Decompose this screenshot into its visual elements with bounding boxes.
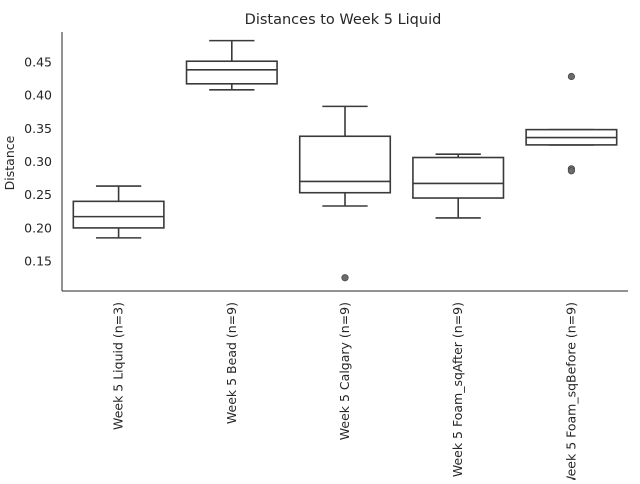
y-tick-label: 0.20 [24,220,52,235]
outlier-point [341,274,349,282]
iqr-box [185,60,278,85]
box-group [72,185,165,239]
x-tick-label: Week 5 Liquid (n=3) [111,302,126,430]
y-axis-label: Distance [2,135,17,190]
y-tick-label: 0.30 [24,154,52,169]
box-group [412,153,505,219]
chart-title: Distances to Week 5 Liquid [245,12,442,28]
x-axis-ticks: Week 5 Liquid (n=3) Week 5 Bead (n=9) Week… [111,302,579,484]
outlier-point [567,72,576,81]
box-group [525,72,618,175]
iqr-box [412,156,505,199]
axis-spines [61,32,628,292]
y-tick-label: 0.40 [24,88,52,103]
iqr-box [72,200,165,229]
x-tick-label: Week 5 Foam_sqAfter (n=9) [450,302,465,477]
y-tick-label: 0.15 [24,254,52,269]
y-axis-ticks: 0.15 0.20 0.25 0.30 0.35 0.40 0.45 [24,54,52,268]
x-tick-label: Week 5 Foam_sqBefore (n=9) [563,302,578,480]
x-tick-label: Week 5 Calgary (n=9) [337,302,352,440]
y-tick-label: 0.35 [24,121,52,136]
box-group [185,39,278,91]
x-tick-label: Week 5 Bead (n=9) [224,302,239,424]
y-tick-label: 0.45 [24,54,52,69]
box-series [72,39,618,282]
outlier-point [567,167,576,175]
iqr-box [298,135,392,194]
box-group [298,105,392,282]
y-tick-label: 0.25 [24,187,52,202]
